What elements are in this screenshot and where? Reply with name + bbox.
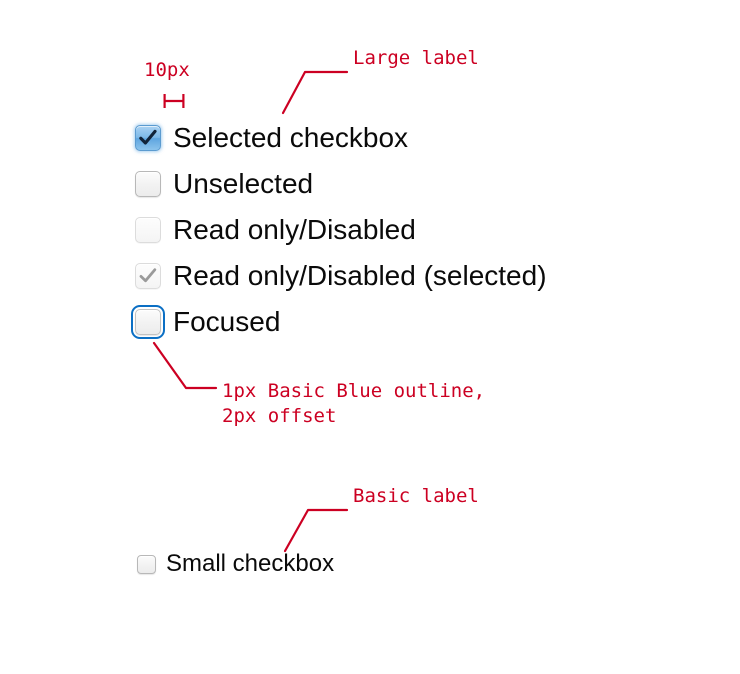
checkbox-row-unselected[interactable]: Unselected [135,167,313,201]
focus-callout-text-line2: 2px offset [222,405,337,427]
checkbox-label-readonly-disabled: Read only/Disabled [173,214,416,245]
large-label-callout-text: Large label [353,47,479,69]
checkbox-label-selected: Selected checkbox [173,122,409,153]
basic-label-leader [283,508,349,553]
checkbox-label-focused: Focused [173,306,281,337]
checkbox-unchecked-icon[interactable] [137,554,156,574]
checkbox-row-readonly-disabled: Read only/Disabled [135,213,416,247]
checkbox-focused-icon[interactable] [131,305,165,339]
checkbox-row-focused[interactable]: Focused [131,305,281,339]
spacing-measure-label: 10px [144,59,190,81]
basic-label-callout-text: Basic label [353,485,479,507]
checkbox-disabled-icon [135,217,161,243]
checkmark-icon [139,129,157,145]
checkmark-disabled-icon [139,268,157,283]
checkbox-disabled-checked-icon [135,263,161,289]
checkbox-row-selected[interactable]: Selected checkbox [135,121,408,155]
checkbox-checked-icon[interactable] [135,125,161,151]
checkbox-row-readonly-disabled-selected: Read only/Disabled (selected) [135,259,547,293]
spacing-measure-bar [163,94,185,108]
focus-callout-text-line1: 1px Basic Blue outline, [222,380,486,402]
focus-callout-leader [152,341,218,390]
checkbox-label-unselected: Unselected [173,168,314,199]
checkbox-row-small[interactable]: Small checkbox [137,550,335,577]
checkbox-label-readonly-disabled-selected: Read only/Disabled (selected) [173,260,547,291]
checkbox-label-small: Small checkbox [166,550,335,577]
checkbox-unchecked-icon[interactable] [135,171,161,197]
large-label-leader [281,70,349,115]
